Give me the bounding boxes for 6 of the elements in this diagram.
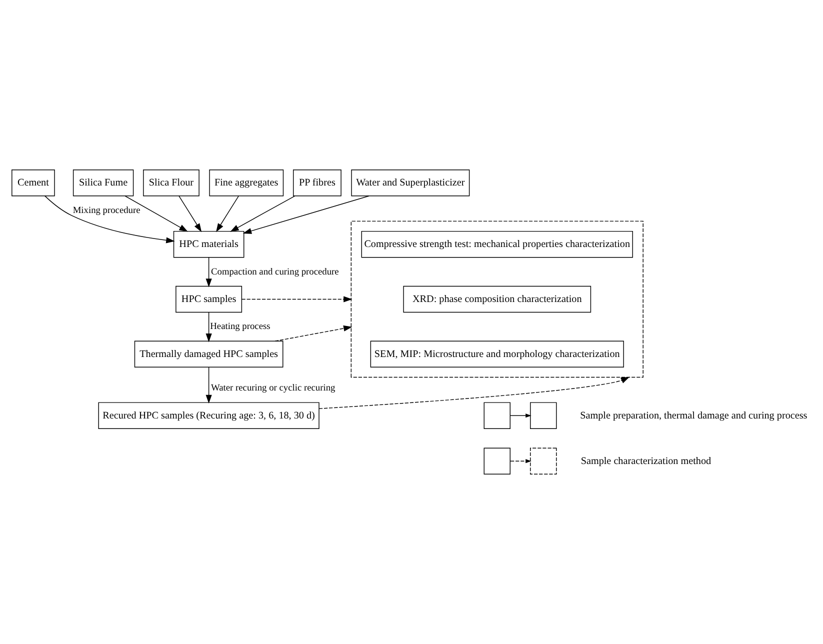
edge-label: Water recuring or cyclic recuring — [211, 384, 336, 394]
legend-label: Sample preparation, thermal damage and curing process — [580, 410, 808, 422]
legend-label: Sample characterization method — [580, 456, 712, 467]
edge-label: Compaction and curing procedure — [211, 267, 339, 278]
edge-label: Mixing procedure — [72, 206, 140, 216]
edge-label: Heating process — [210, 322, 270, 332]
